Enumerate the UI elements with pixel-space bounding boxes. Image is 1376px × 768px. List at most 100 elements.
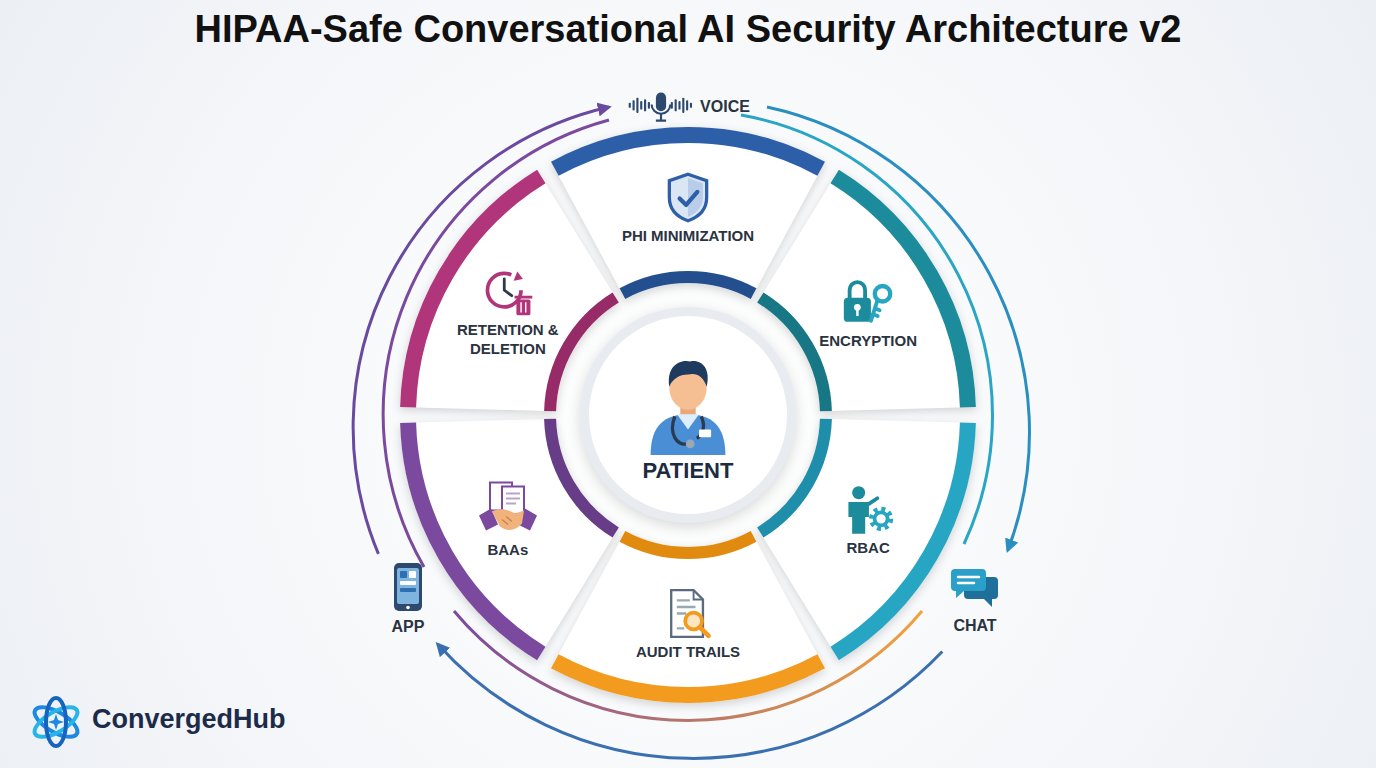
segment-outer-band	[555, 135, 821, 169]
patient-icon	[633, 346, 743, 456]
icon-shape	[629, 103, 631, 108]
icon-shape	[699, 430, 711, 438]
logo-orbit	[30, 701, 82, 742]
icon-shape	[400, 588, 416, 592]
lock-icon	[839, 273, 897, 331]
segment-label: ENCRYPTION	[819, 331, 917, 350]
audit-icon	[660, 586, 716, 642]
channel-flow-arc	[438, 644, 943, 758]
clock-icon	[480, 264, 536, 320]
baa-icon	[478, 480, 538, 540]
segment-content: BAAs	[433, 480, 583, 559]
logo-icon	[28, 694, 84, 750]
patient-circle: PATIENT	[580, 307, 796, 523]
segment-content: RETENTION & DELETION	[438, 264, 578, 358]
icon-shape	[669, 361, 708, 387]
icon-shape	[682, 98, 684, 113]
icon-shape	[673, 416, 688, 444]
rbac-icon	[840, 482, 896, 538]
voice-icon	[626, 90, 696, 124]
icon-shape	[679, 101, 681, 110]
icon-shape	[690, 103, 692, 108]
icon-shape	[677, 414, 699, 429]
icon-shape	[700, 628, 708, 636]
icon-shape	[394, 563, 422, 611]
icon-shape	[958, 577, 979, 583]
logo-star	[48, 714, 64, 730]
icon-shape	[852, 486, 865, 499]
segment-outer-band	[408, 177, 541, 408]
icon-shape	[492, 509, 524, 530]
segment-content: AUDIT TRAILS	[613, 586, 763, 661]
segment-content: PHI MINIMIZATION	[583, 170, 793, 245]
segment-label: AUDIT TRAILS	[636, 642, 740, 661]
icon-shape	[409, 571, 416, 578]
segment-fill	[400, 170, 619, 412]
icon-shape	[671, 102, 673, 109]
app-icon	[392, 562, 424, 612]
chat-icon	[950, 567, 1000, 611]
icon-shape	[675, 99, 677, 111]
icon-shape	[652, 104, 671, 113]
segment-outer-band	[408, 423, 541, 654]
icon-shape	[400, 571, 407, 578]
channel-flow-arc	[767, 107, 1029, 551]
icon-shape	[504, 279, 511, 296]
icon-shape	[506, 494, 520, 504]
icon-shape	[686, 100, 688, 110]
segment-outer-band	[835, 423, 968, 654]
icon-shape	[651, 414, 726, 455]
icon-shape	[406, 606, 410, 610]
icon-shape	[513, 271, 522, 280]
segment-label: BAAs	[487, 540, 528, 559]
diagram-title: HIPAA-Safe Conversational AI Security Ar…	[0, 8, 1376, 51]
segment-label: RETENTION & DELETION	[438, 320, 578, 358]
icon-shape	[633, 100, 635, 110]
channel-label: VOICE	[700, 98, 750, 116]
icon-shape	[640, 101, 642, 110]
segment-inner-band	[622, 277, 753, 294]
icon-shape	[656, 114, 666, 121]
segment-label: PHI MINIMIZATION	[622, 226, 754, 245]
channel-node: CHAT	[934, 553, 1016, 649]
channel-flow-arc	[353, 107, 609, 554]
icon-shape	[656, 93, 666, 112]
icon-shape	[648, 102, 650, 109]
icon-shape	[686, 440, 695, 449]
icon-shape	[844, 298, 871, 322]
icon-shape	[849, 502, 870, 534]
channel-node: APP	[380, 548, 436, 650]
segment-outer-band	[835, 177, 968, 408]
icon-shape	[400, 581, 416, 585]
icon-shape	[694, 590, 703, 599]
brand-name: ConvergedHub	[92, 704, 286, 735]
channel-label: CHAT	[953, 617, 996, 635]
icon-shape	[636, 98, 638, 113]
icon-shape	[872, 510, 891, 529]
logo-orbit	[46, 698, 66, 746]
icon-shape	[951, 569, 986, 598]
segment-label: RBAC	[846, 538, 889, 557]
icon-shape	[856, 308, 858, 316]
segment-content: RBAC	[793, 482, 943, 557]
icon-shape	[397, 568, 419, 604]
icon-shape	[871, 300, 880, 321]
icon-shape	[516, 299, 530, 315]
channel-node: VOICE	[612, 90, 764, 124]
patient-label: PATIENT	[643, 458, 734, 484]
icon-shape	[671, 590, 703, 637]
icon-shape	[850, 282, 865, 298]
icon-shape	[644, 99, 646, 111]
icon-shape	[514, 296, 532, 299]
segment-fill	[757, 170, 976, 412]
segment-inner-band	[622, 536, 753, 553]
shield-icon	[660, 170, 716, 226]
icon-shape	[521, 302, 526, 312]
icon-shape	[680, 192, 698, 205]
channel-label: APP	[392, 618, 425, 636]
icon-shape	[669, 174, 706, 221]
icon-shape	[502, 517, 512, 525]
icon-shape	[869, 498, 877, 504]
